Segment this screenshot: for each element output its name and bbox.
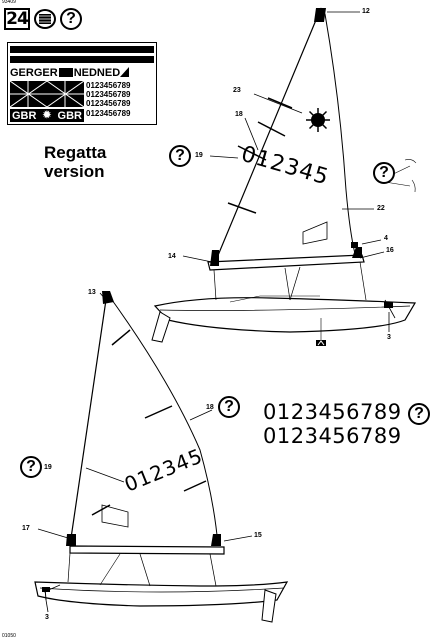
callout-18-bottom: 18 (206, 404, 214, 411)
decal-ger: GERGER (10, 67, 58, 79)
bottom-sail-leech (106, 292, 219, 546)
flag-icon (58, 68, 73, 77)
question-icon-22: ? (373, 162, 395, 184)
question-icon-numbers: ? (408, 403, 430, 425)
callout-23: 23 (233, 87, 241, 94)
sun-icon: ✹ (42, 110, 52, 121)
top-batten (257, 121, 286, 137)
number-strip-1: 0123456789 (263, 400, 402, 424)
callout-18: 18 (235, 111, 243, 118)
top-boom (207, 254, 365, 271)
decal-sheet: GERGER NEDNED 0123456789 0123456789 01234… (7, 42, 157, 125)
regatta-heading-line2: version (44, 162, 105, 181)
top-mast (213, 7, 322, 266)
callout-17: 17 (22, 525, 30, 532)
gbr-decal: GBR ✹ GBR (10, 109, 84, 122)
callout-16: 16 (386, 247, 394, 254)
callout-13: 13 (88, 289, 96, 296)
top-part-4 (351, 242, 358, 248)
decal-gbr-right: GBR (57, 109, 82, 122)
number-strip-2: 0123456789 (263, 424, 402, 448)
decal-sheet-icon (34, 9, 56, 29)
question-icon-18-bottom: ? (218, 396, 240, 418)
top-mast-head (314, 8, 326, 22)
bottom-patch-15 (211, 534, 221, 546)
step-number: 24 (6, 9, 29, 29)
callout-4: 4 (384, 235, 388, 242)
footer-code: 01050 (2, 633, 16, 639)
bottom-mast (69, 292, 108, 546)
bottom-hull (34, 581, 289, 607)
top-part-3 (384, 302, 393, 308)
top-clew-patch (210, 250, 219, 266)
question-icon-19-top: ? (169, 145, 191, 167)
step-number-box: 24 (4, 8, 30, 30)
top-sail-leech (324, 13, 357, 259)
callout-3-top: 3 (387, 334, 391, 341)
decal-stripe (10, 56, 154, 63)
decal-stripe (10, 46, 154, 53)
callout-22: 22 (377, 205, 385, 212)
bottom-sail-window (101, 504, 129, 528)
bottom-patch-17 (66, 534, 76, 546)
top-tack-patch (352, 247, 362, 258)
callout-12: 12 (362, 8, 370, 15)
hull-marker-icon (316, 340, 326, 346)
top-sail-number: 012345 (238, 142, 331, 191)
decal-country-row: GERGER NEDNED (10, 67, 154, 79)
callout-19: 19 (195, 152, 203, 159)
top-rudder (151, 311, 171, 343)
callout-15: 15 (254, 532, 262, 539)
union-jack-flag (10, 81, 84, 107)
callout-14: 14 (168, 253, 176, 260)
callout-19-bottom: 19 (44, 464, 52, 471)
top-hull (153, 297, 417, 333)
decal-gbr-left: GBR (12, 109, 37, 122)
sheet-code: 93409 (2, 0, 16, 5)
callout-3-bottom: 3 (45, 614, 49, 621)
sun-emblem (306, 108, 330, 132)
bottom-part-3 (42, 587, 50, 592)
triangle-icon (120, 67, 130, 77)
question-icon-19-bottom: ? (20, 456, 42, 478)
top-sail-window (302, 221, 328, 245)
decal-number-row: 0123456789 (86, 109, 131, 118)
decal-number-row: 0123456789 (86, 99, 131, 108)
regatta-heading-line1: Regatta (44, 143, 107, 162)
bottom-boom (69, 545, 225, 555)
help-question-icon: ? (60, 8, 82, 30)
bottom-rudder (261, 589, 277, 623)
decal-number-row: 0123456789 (86, 81, 131, 90)
bottom-mast-head (102, 291, 114, 304)
decal-ned: NEDNED (73, 67, 121, 79)
decal-number-row: 0123456789 (86, 90, 131, 99)
bottom-sail-number: 012345 (121, 444, 206, 497)
